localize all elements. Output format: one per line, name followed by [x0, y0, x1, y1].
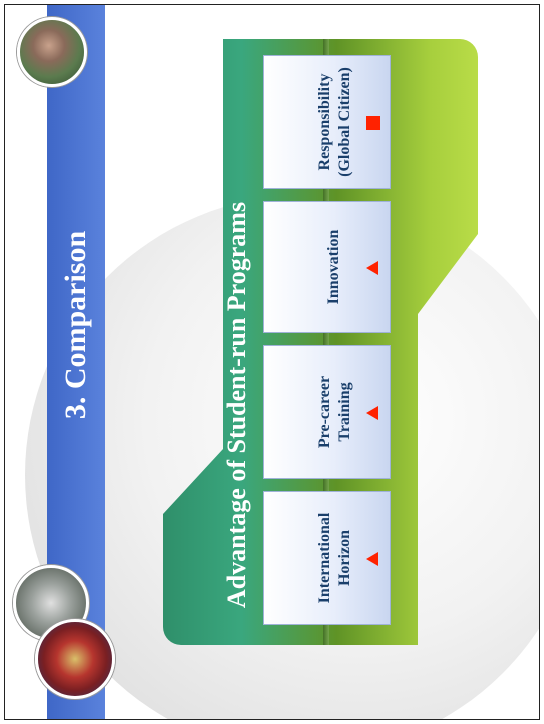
panel-title: Advantage of Student-run Programs	[222, 201, 251, 609]
card-line-1: Responsibility	[316, 73, 333, 171]
red-square-icon	[366, 116, 380, 130]
slide-title: 3. Comparison	[59, 230, 92, 420]
card-line-1: Innovation	[325, 229, 342, 305]
card-line-1: International	[316, 512, 333, 604]
panel-divider	[323, 39, 329, 645]
slide-frame: 3. Comparison Advantage of Student-run P…	[4, 4, 540, 720]
card-label: International Horizon	[315, 513, 355, 604]
advantage-card-innovation: Innovation	[263, 201, 391, 333]
card-line-2: Horizon	[336, 530, 353, 587]
card-line-2: (Global Citizen)	[336, 67, 353, 177]
red-triangle-icon	[366, 552, 378, 566]
advantage-card-pre-career-training: Pre-career Training	[263, 345, 391, 479]
red-triangle-icon	[366, 406, 378, 420]
advantage-card-responsibility: Responsibility (Global Citizen)	[263, 55, 391, 189]
advantage-card-international-horizon: International Horizon	[263, 491, 391, 625]
card-label: Pre-career Training	[315, 376, 355, 448]
card-line-1: Pre-career	[316, 375, 333, 449]
card-label: Responsibility (Global Citizen)	[315, 67, 355, 177]
card-line-2: Training	[336, 382, 353, 442]
card-label: Innovation	[324, 230, 344, 305]
campus-photo-top	[17, 17, 87, 87]
campus-photo-bottom	[35, 619, 115, 699]
red-triangle-icon	[366, 261, 378, 275]
